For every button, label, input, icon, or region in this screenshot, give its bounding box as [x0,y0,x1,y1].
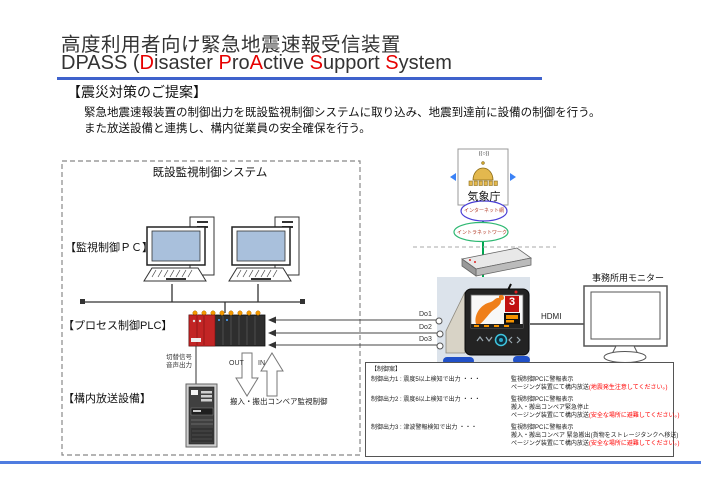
left-handle-icon [450,173,456,181]
footer-accent-line [0,461,701,464]
system-boundary-box [61,160,361,456]
in-arrow-icon [260,352,284,397]
intensity-badge [505,296,519,312]
intranet-label: イントラネットワーク [456,230,507,236]
office-monitor-label: 事務所用モニター [592,273,665,283]
monitoring-pc-icon-2 [228,216,300,282]
out-arrow-icon [235,352,259,397]
control-output-1-row: 制御出力1 : 震度5以上検知で出力 ・・・ 監視制御PCに警報表示 ページング… [371,377,668,391]
in-label: IN [258,360,265,367]
receiver-device-icon [437,277,530,365]
control-plan-box: 【制御案】 制御出力1 : 震度5以上検知で出力 ・・・ 監視制御PCに警報表示… [365,362,680,457]
label-process-plc: 【プロセス制御PLC】 [63,320,173,332]
japan-map-icon [475,297,501,324]
right-handle-icon [510,173,516,181]
do2-label: Do2 [419,324,432,331]
internet-label: インターネット網 [463,208,504,214]
conveyor-control-label: 搬入・搬出コンベア監視制御 [230,397,328,406]
dome-building-icon [468,161,498,186]
product-title: DPASS (Disaster ProActive Support System [61,52,452,74]
broadcast-rack-icon [185,383,218,448]
do1-label: Do1 [419,311,432,318]
body-text-line2: また放送設備と連携し、構内従業員の安全確保を行う。 [84,123,371,135]
router-icon [461,247,532,277]
label-broadcast-equipment: 【構内放送設備】 [63,393,151,405]
label-monitoring-pc: 【監視制御ＰＣ】 [65,242,153,254]
bus-line [80,284,305,313]
control-output-2-row: 制御出力2 : 震度6以上検知で出力 ・・・ 監視制御PCに警報表示 搬入・搬出… [371,397,680,419]
do-lines [268,316,444,350]
monitoring-pc-icon-1 [143,216,215,282]
office-monitor-icon [583,285,668,363]
weather-agency-label: 気象庁 [467,191,501,203]
title-underline [57,77,542,80]
control-output-3-row: 制御出力3 : 津波警報検知で出力 ・・・ 監視制御PCに警報表示 搬入・搬出コ… [371,425,680,447]
control-plan-title: 【制御案】 [371,367,402,373]
intensity-badge-value: 3 [508,296,516,308]
out-label: OUT [229,360,244,367]
device-buttons [476,336,521,344]
page-title: 高度利用者向け緊急地震速報受信装置 [61,34,402,56]
body-text-line1: 緊急地震速報装置の制御出力を既設監視制御システムに取り込み、地震到達前に設備の制… [84,107,601,119]
switch-audio-label: 切替信号音声出力 [166,354,192,369]
radio-waves-icon: ((○)) [478,151,490,157]
plc-icon [188,310,266,347]
internet-cloud [460,200,508,222]
intranet-cloud [453,221,509,243]
do3-label: Do3 [419,336,432,343]
system-box-title: 既設監視制御システム [152,167,268,179]
hdmi-label: HDMI [541,312,562,321]
section-heading: 【震災対策のご提案】 [67,84,207,100]
